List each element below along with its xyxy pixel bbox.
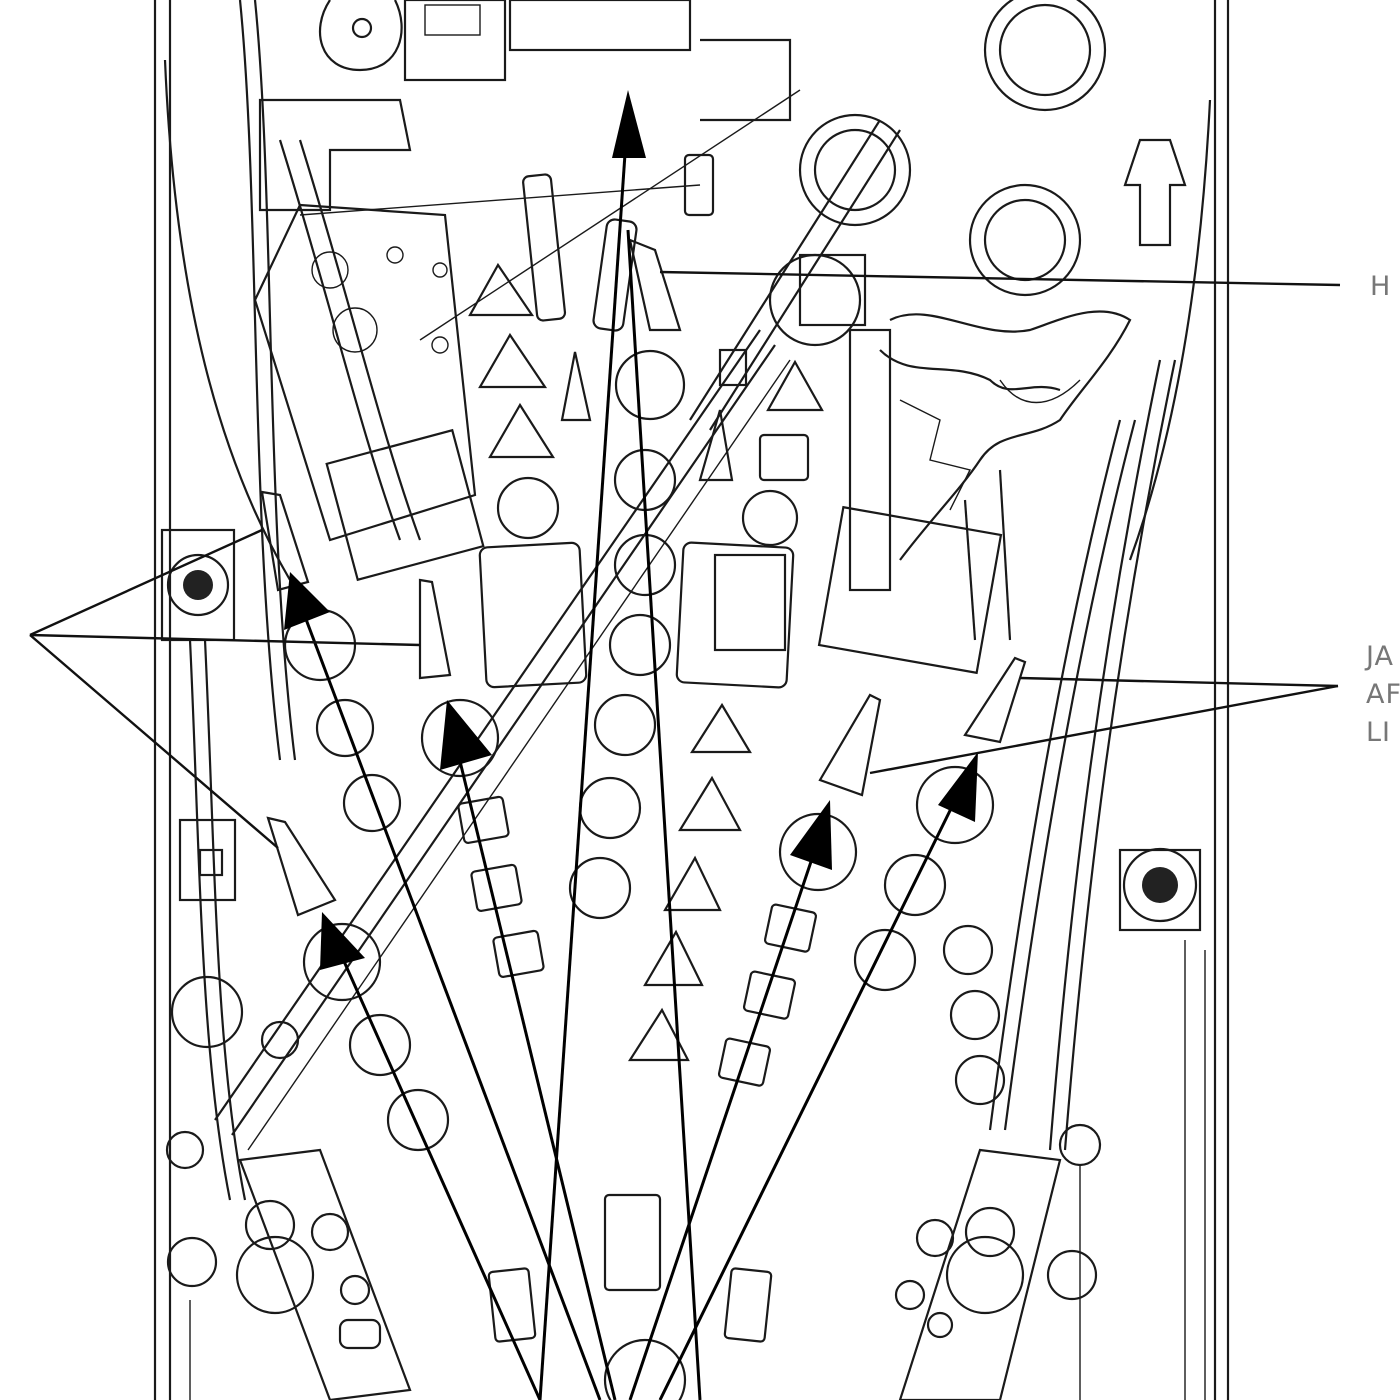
arrowhead-right-orbit [938, 752, 978, 822]
insert-triangles [468, 262, 824, 1062]
creature-sketch [817, 310, 1132, 675]
label-right-line3: LI [1366, 717, 1391, 748]
arrowhead-left-orbit [284, 572, 330, 630]
insert-rectangles [457, 433, 818, 1343]
callout-lines [29, 270, 1341, 849]
shot-arrow-center [538, 109, 630, 1400]
label-right-line2: AF [1366, 679, 1400, 710]
arrowhead-left-ramp [440, 700, 492, 770]
label-right-line1: JA [1364, 641, 1394, 672]
arrowhead-left-lane [320, 912, 365, 970]
flipper-areas [166, 1123, 1102, 1400]
left-target-bank [253, 203, 485, 582]
hatched-targets [260, 490, 1027, 917]
insert-circles [283, 349, 1006, 1400]
shot-arrows [284, 90, 978, 1400]
arrowhead-right-ramp [790, 800, 832, 870]
cabinet-outline [153, 0, 1230, 1400]
top-mechanisms [258, 0, 1187, 347]
label-top-right: H [1370, 271, 1391, 302]
lane-rails [188, 0, 1177, 1201]
arrowhead-center [612, 90, 646, 158]
